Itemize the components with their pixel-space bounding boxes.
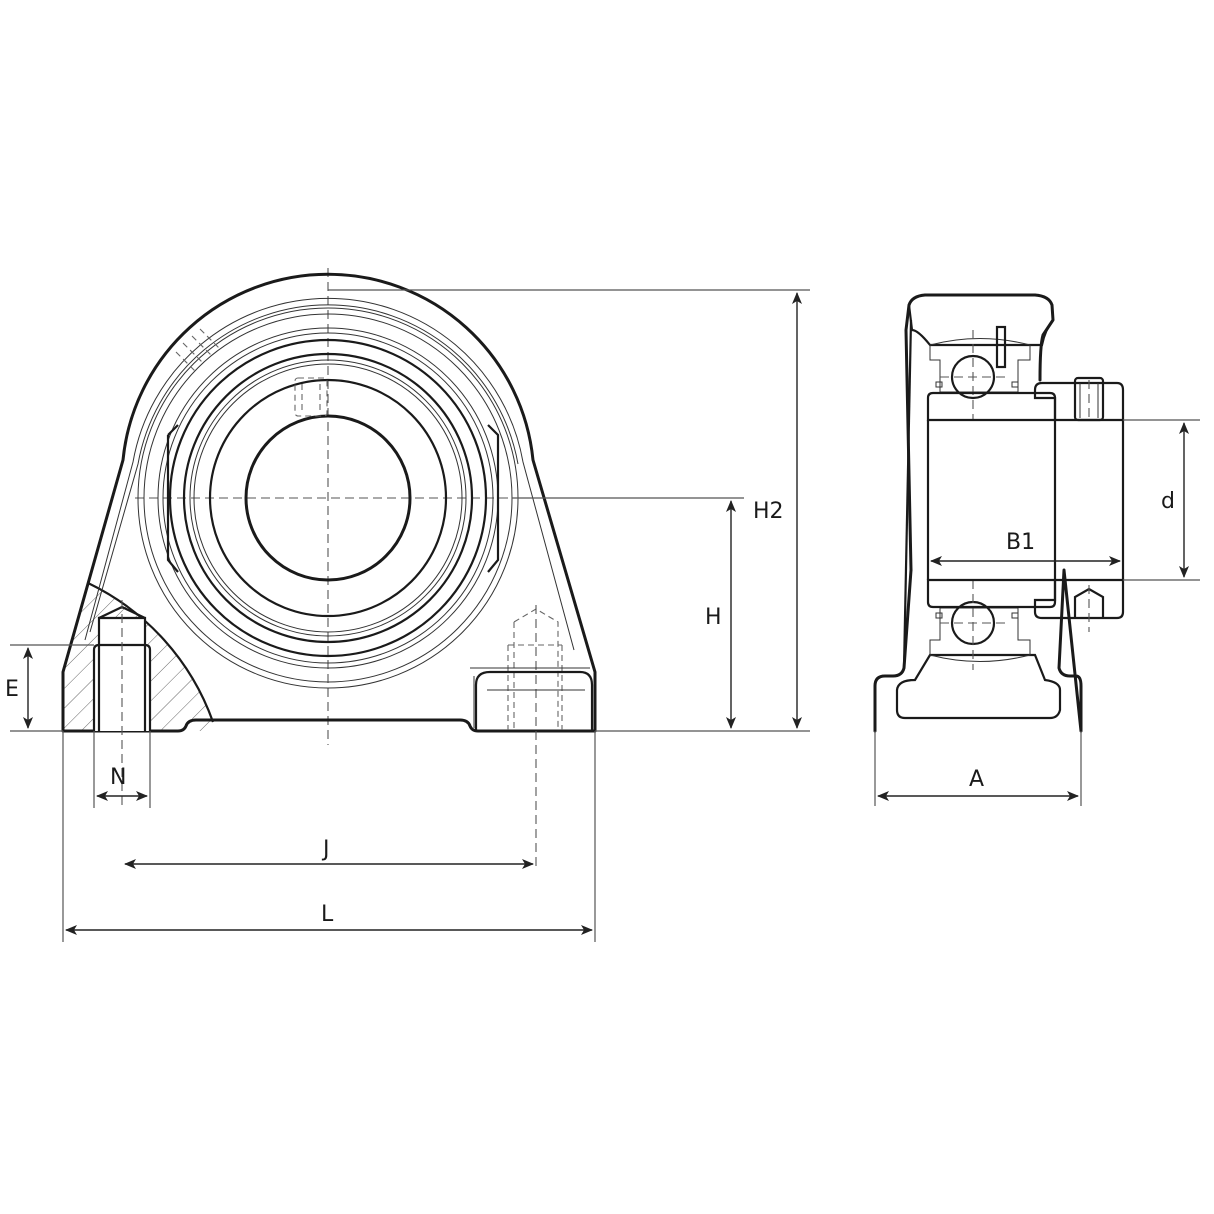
dim-label-N: N	[110, 765, 126, 790]
dim-label-A: A	[969, 767, 984, 792]
dim-label-d: d	[1161, 489, 1175, 514]
side-dimensions: d B1 A	[874, 419, 1200, 806]
side-section-view	[873, 293, 1125, 733]
dim-label-H: H	[705, 605, 722, 630]
front-dimensions: E N J L H H2	[5, 289, 810, 942]
dim-label-H2: H2	[753, 499, 784, 524]
dim-label-E: E	[5, 677, 19, 702]
dim-label-B1: B1	[1006, 530, 1035, 555]
dim-label-L: L	[321, 902, 334, 927]
dim-label-J: J	[321, 837, 330, 862]
front-view	[61, 268, 597, 870]
